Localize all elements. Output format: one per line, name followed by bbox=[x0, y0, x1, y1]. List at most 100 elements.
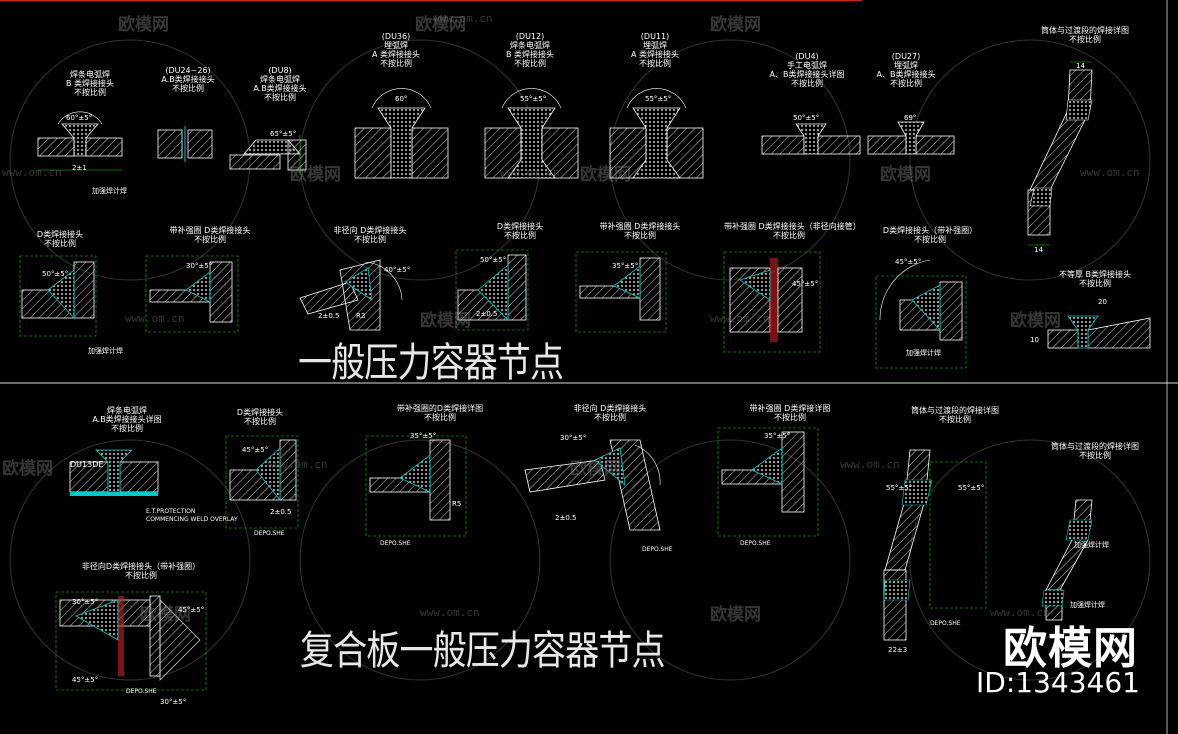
detail-title: 带补强圈 D类焊接详图 bbox=[749, 404, 831, 413]
detail-clad-d-nonradial bbox=[524, 439, 661, 531]
dim-label: 45°±5° bbox=[178, 606, 205, 614]
detail-scale: 不按比例 bbox=[1079, 451, 1111, 460]
dim-label: 50°±5° bbox=[793, 114, 820, 122]
detail-scale: 不按比例 bbox=[125, 571, 157, 580]
detail-du12 bbox=[484, 88, 579, 179]
detail-label: (DU24~26) A.B类焊接接头 不按比例 bbox=[148, 66, 228, 93]
detail-label: 焊条电弧焊 B 类焊接接头 不按比例 bbox=[50, 70, 130, 97]
detail-label: 焊条电弧焊 A.B类焊接接头详图 不按比例 bbox=[82, 406, 172, 433]
detail-clad-d-joint-pad-2 bbox=[717, 427, 819, 537]
watermark-text: 欧模网 bbox=[710, 605, 761, 625]
detail-d-joint-nonradial bbox=[299, 259, 403, 331]
dim-label: 50°±5° bbox=[480, 256, 507, 264]
detail-scale: 不按比例 bbox=[514, 59, 546, 68]
detail-title: 焊条电弧焊 bbox=[107, 406, 147, 415]
dim-label: 2±0.5 bbox=[318, 312, 340, 320]
detail-label: 非径向 D类焊接接头 不按比例 bbox=[555, 404, 665, 422]
detail-title: 筒体与过渡段的焊接详图 bbox=[911, 406, 999, 415]
dim-label: R3 bbox=[356, 312, 366, 320]
detail-scale: 不按比例 bbox=[774, 413, 806, 422]
detail-clad-ab-joint bbox=[69, 449, 159, 496]
dim-label: 35°±5° bbox=[764, 432, 791, 440]
watermark-text: 欧模网 bbox=[420, 311, 471, 331]
watermark-url: www.om.cn bbox=[2, 166, 62, 179]
detail-unequal-b-joint bbox=[1047, 315, 1151, 349]
detail-code: (DU24~26) bbox=[165, 66, 211, 75]
detail-title: 筒体与过渡段的焊接详图 bbox=[1051, 442, 1139, 451]
detail-title: 带补强圈 D类焊接接头 bbox=[599, 222, 681, 231]
detail-transition-upper bbox=[1027, 61, 1093, 246]
dim-label: 45°±5° bbox=[242, 446, 269, 454]
detail-scale: 不按比例 bbox=[424, 413, 456, 422]
dim-label: 65°±5° bbox=[270, 130, 297, 138]
watermark-url: www.om.cn bbox=[433, 12, 493, 25]
dim-label: 55°±5° bbox=[520, 95, 547, 103]
annotation-overlay-2: COMMENCING WELD OVERLAY bbox=[146, 516, 238, 523]
detail-scale: 不按比例 bbox=[44, 239, 76, 248]
detail-scale: 不按比例 bbox=[380, 59, 412, 68]
dim-label: 69° bbox=[904, 114, 917, 122]
detail-scale: 不按比例 bbox=[1069, 35, 1101, 44]
annotation-weld-note: 加强焊计焊 bbox=[88, 347, 123, 355]
detail-title: 埋弧焊 bbox=[894, 61, 918, 70]
dim-label: 30°±5° bbox=[72, 598, 99, 606]
detail-scale: 不按比例 bbox=[914, 235, 946, 244]
detail-du8 bbox=[229, 135, 307, 175]
detail-label: D类焊接接头 不按比例 bbox=[220, 408, 300, 426]
detail-title: 焊条电弧焊 bbox=[510, 41, 550, 50]
detail-label: 带补强圈 D类焊接接头 不按比例 bbox=[590, 222, 690, 240]
detail-label: D类焊接接头 不按比例 bbox=[480, 222, 560, 240]
watermark-text: 欧模网 bbox=[2, 459, 53, 479]
detail-code: (DU36) bbox=[381, 32, 411, 41]
detail-clad-d-joint bbox=[225, 435, 299, 529]
detail-scale: 不按比例 bbox=[624, 231, 656, 240]
detail-d-joint-pad-2 bbox=[575, 251, 667, 333]
detail-title: 埋弧焊 bbox=[384, 41, 408, 50]
detail-d-joint-1 bbox=[19, 255, 97, 337]
detail-scale: 不按比例 bbox=[244, 417, 276, 426]
detail-title: 不等厚 B类焊接接头 bbox=[1058, 270, 1132, 279]
dim-label: 60°±5° bbox=[66, 114, 93, 122]
annotation-depth: DEPO.SHE bbox=[930, 620, 961, 627]
detail-scale: 不按比例 bbox=[594, 413, 626, 422]
detail-scale: 不按比例 bbox=[504, 231, 536, 240]
dim-label: 55°±5° bbox=[958, 484, 985, 492]
detail-title: 焊条电弧焊 bbox=[70, 70, 110, 79]
detail-joint: A.B类焊接接头 bbox=[253, 84, 307, 93]
dim-label: 45°±5° bbox=[72, 676, 99, 684]
dim-label: 50°±5° bbox=[42, 270, 69, 278]
dim-label: 20 bbox=[1098, 298, 1107, 306]
annotation-depth: DEPO.SHE bbox=[254, 530, 285, 537]
annotation-weld-note: 加强焊计焊 bbox=[906, 349, 941, 357]
detail-joint: A.B类焊接接头详图 bbox=[92, 415, 162, 424]
watermark-url: www.om.cn bbox=[710, 312, 770, 325]
watermark-text: 欧模网 bbox=[415, 15, 466, 35]
dim-label: 60° bbox=[395, 95, 408, 103]
detail-title: 带补强圈 D类焊接接头 bbox=[169, 226, 251, 235]
detail-du11 bbox=[609, 88, 704, 179]
dim-label: 2±0.5 bbox=[555, 514, 577, 522]
brand-id: ID:1343461 bbox=[976, 666, 1140, 699]
dim-label: 22±3 bbox=[888, 646, 908, 654]
dim-label: 14 bbox=[1076, 62, 1085, 70]
dim-label: 10 bbox=[1030, 336, 1039, 344]
detail-title: 带补强圈的D类焊接详图 bbox=[396, 404, 484, 413]
detail-label: (DU8) 焊条电弧焊 A.B类焊接接头 不按比例 bbox=[240, 66, 320, 102]
detail-code: (DU27) bbox=[891, 52, 921, 61]
watermark-url: www.om.cn bbox=[500, 166, 560, 179]
detail-title: 非径向D类焊接接头（带补强圈） bbox=[81, 562, 201, 571]
dim-label: 55°±5° bbox=[886, 484, 913, 492]
detail-label: (DU4) 手工电弧焊 A、B类焊接接头详图 不按比例 bbox=[762, 52, 852, 88]
detail-d-joint-pad-nonradial bbox=[723, 251, 821, 353]
detail-clad-nonradial-pad bbox=[55, 591, 207, 691]
watermark-text: 欧模网 bbox=[880, 165, 931, 185]
detail-d-joint-pad-1 bbox=[145, 255, 239, 333]
detail-scale: 不按比例 bbox=[194, 235, 226, 244]
annotation-weld-note: 加强焊计焊 bbox=[1070, 601, 1105, 609]
dim-label: R5 bbox=[452, 500, 462, 508]
watermark-text: 欧模网 bbox=[290, 165, 341, 185]
detail-label: 带补强圈 D类焊接详图 不按比例 bbox=[740, 404, 840, 422]
annotation-overlay-1: E.T.PROTECTION bbox=[146, 508, 196, 515]
detail-du36 bbox=[354, 88, 449, 179]
